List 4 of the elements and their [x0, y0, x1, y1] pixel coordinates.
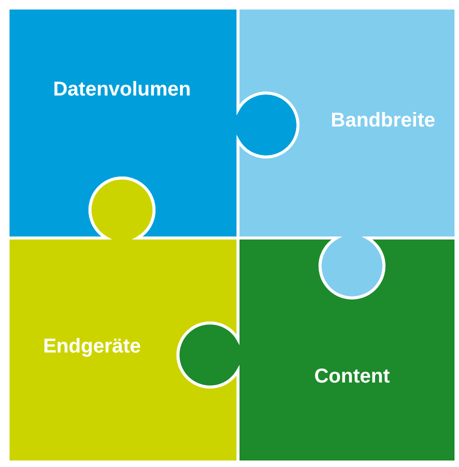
piece-label: Endgeräte: [43, 336, 141, 358]
piece-label: Bandbreite: [330, 110, 436, 132]
piece-label: Datenvolumen: [53, 78, 191, 102]
piece-label: Content: [314, 366, 390, 388]
